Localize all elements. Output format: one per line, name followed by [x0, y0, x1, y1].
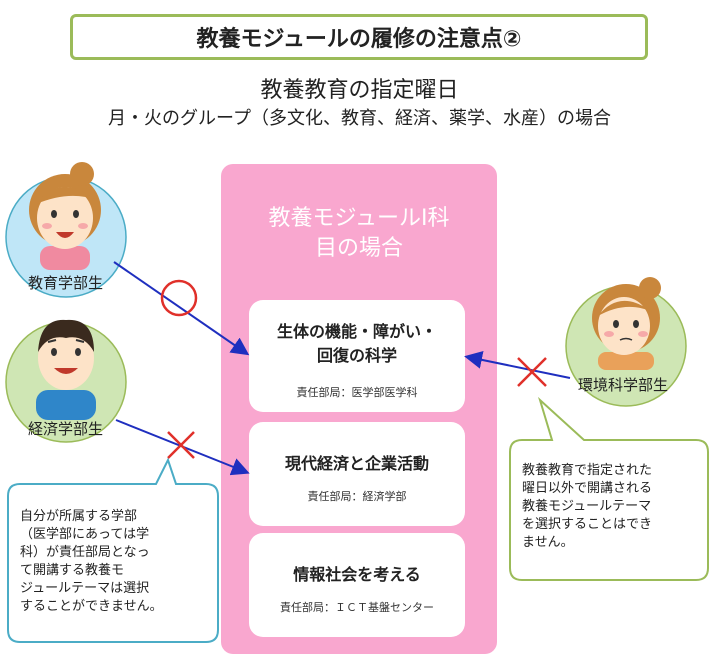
note-left-line: 科）が責任部局となっ: [20, 545, 150, 560]
person-label-education: 教育学部生: [28, 274, 104, 292]
panel-title: 教養モジュールⅠ科 目の場合: [221, 204, 497, 264]
not-allowed-mark-environment: [517, 357, 547, 387]
panel-title-line1: 教養モジュールⅠ科: [268, 206, 450, 231]
note-left-line: 自分が所属する学部: [20, 509, 138, 524]
subtitle: 教養教育の指定曜日: [260, 78, 459, 103]
module-dept: 責任部局：ＩＣＴ基盤センター: [280, 601, 434, 614]
module-title-line2: 回復の科学: [316, 346, 397, 365]
arrow-environment-to-medicine: [464, 351, 571, 379]
note-left-line: て開講する教養モ: [20, 563, 125, 578]
module-title: 情報社会を考える: [293, 565, 421, 584]
environment-student-icon: [592, 277, 661, 370]
module-title: 現代経済と企業活動: [284, 454, 429, 473]
note-left-text: 自分が所属する学部 （医学部にあっては学 科）が責任部局となっ て開講する教養モ…: [20, 508, 212, 616]
module-dept: 責任部局：医学部医学科: [296, 386, 418, 399]
note-right-line: ません。: [522, 535, 574, 550]
module-title: 生体の機能・障がい・ 回復の科学: [249, 320, 465, 368]
page-title: 教養モジュールの履修の注意点②: [70, 14, 648, 60]
education-student-icon: [29, 162, 101, 270]
note-right-line: 教養モジュールテーマ: [522, 499, 652, 514]
note-right-line: 教養教育で指定された: [522, 463, 653, 478]
not-allowed-mark-economics: [167, 431, 195, 459]
person-label-economics: 経済学部生: [28, 420, 104, 438]
module-card-ict: 情報社会を考える 責任部局：ＩＣＴ基盤センター: [249, 533, 465, 637]
note-right-line: を選択することはでき: [522, 517, 653, 532]
subtitle-group: 月・火のグループ（多文化、教育、経済、薬学、水産）の場合: [108, 108, 611, 129]
note-right-text: 教養教育で指定された 曜日以外で開講される 教養モジュールテーマ を選択すること…: [522, 462, 704, 552]
note-right-line: 曜日以外で開講される: [522, 481, 653, 496]
economics-student-icon: [36, 319, 96, 420]
arrow-education-to-medicine: [113, 261, 250, 356]
person-label-environment: 環境科学部生: [578, 376, 669, 394]
module-card-medicine: 生体の機能・障がい・ 回復の科学 責任部局：医学部医学科: [249, 300, 465, 412]
allowed-circle-mark: [160, 279, 198, 317]
panel-title-line2: 目の場合: [314, 236, 403, 261]
note-bubble-left: [7, 457, 219, 643]
note-bubble-right: [509, 396, 709, 581]
note-left-line: することができません。: [20, 599, 163, 614]
note-left-line: ジュールテーマは選択: [20, 581, 150, 596]
module-dept: 責任部局：経済学部: [307, 490, 407, 503]
note-left-line: （医学部にあっては学: [20, 527, 150, 542]
module-title-line1: 生体の機能・障がい・: [276, 322, 437, 341]
module-card-economics: 現代経済と企業活動 責任部局：経済学部: [249, 422, 465, 526]
